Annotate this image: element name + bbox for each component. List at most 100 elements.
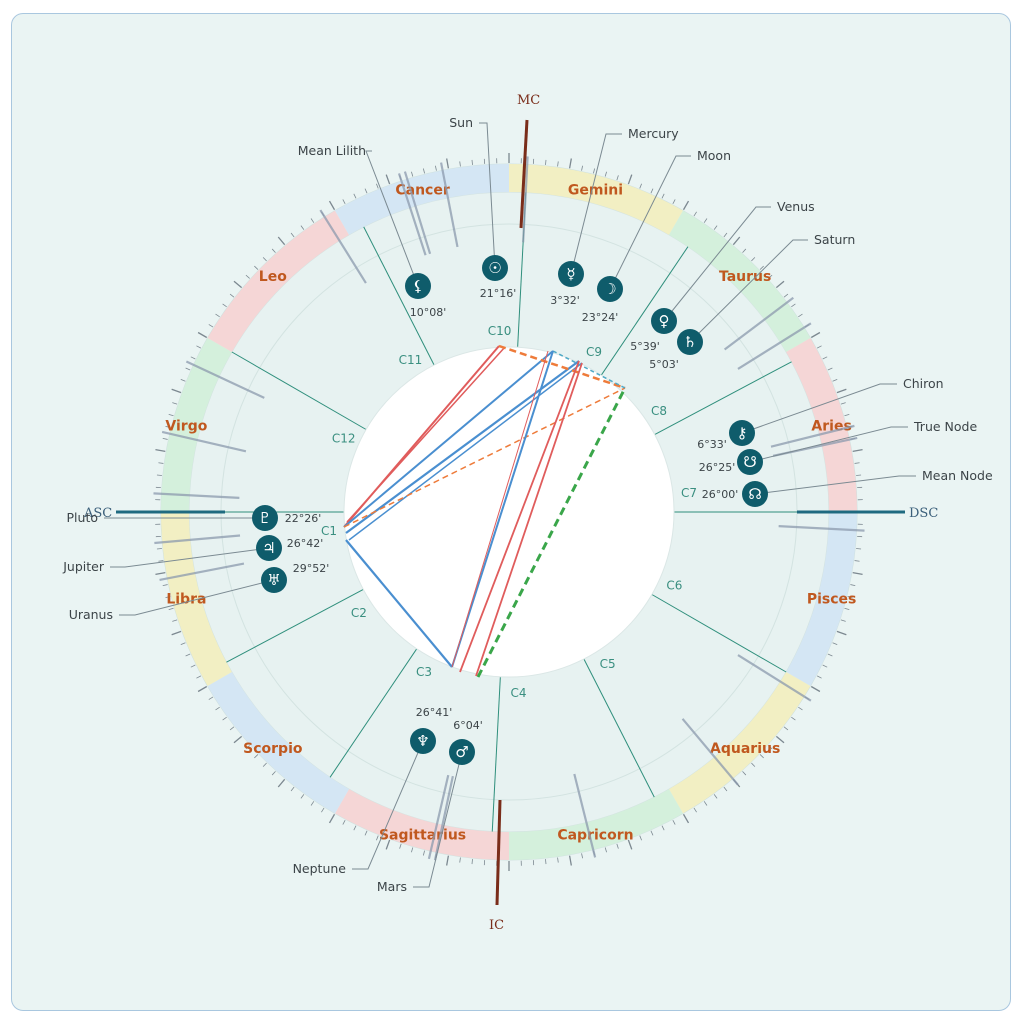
planet-marker[interactable] — [252, 505, 278, 531]
sign-segment — [161, 338, 232, 512]
degree-tick — [840, 402, 846, 405]
planet-symbol: ⚷ — [737, 424, 748, 442]
degree-tick — [832, 642, 838, 645]
planet-position-mark — [723, 296, 794, 351]
degree-tick — [775, 735, 785, 744]
planet-marker[interactable] — [449, 739, 475, 765]
degree-tick — [713, 225, 718, 230]
planet-marker[interactable] — [256, 535, 282, 561]
planet-marker[interactable] — [651, 308, 677, 334]
degree-tick — [328, 813, 336, 824]
planet-marker[interactable] — [597, 276, 623, 302]
planet-marker[interactable] — [737, 449, 763, 475]
planet-marker[interactable] — [410, 728, 436, 754]
degree-tick — [168, 607, 174, 610]
planet-leader-line — [119, 579, 275, 616]
degree-tick — [604, 171, 607, 177]
planet-position-mark — [154, 534, 241, 545]
sign-label: Libra — [166, 591, 206, 607]
degree-tick — [277, 778, 286, 788]
planet-symbol: ☉ — [488, 259, 501, 277]
planet-position-marks — [153, 156, 865, 861]
house-cusp-line — [231, 351, 367, 430]
degree-tick — [759, 265, 764, 270]
planet-degree: 5°39' — [630, 340, 660, 353]
house-cusp-line — [651, 594, 787, 673]
planet-marker[interactable] — [729, 420, 755, 446]
planet-marker[interactable] — [405, 273, 431, 299]
house-cusp-line — [583, 658, 655, 798]
degree-tick — [245, 745, 250, 750]
degree-tick — [661, 825, 665, 831]
aspect-line — [343, 387, 626, 528]
planet-degree: 21°16' — [480, 287, 517, 300]
planet-marker[interactable] — [482, 255, 508, 281]
planet-marker[interactable] — [558, 261, 584, 287]
planet-degree: 26°41' — [416, 706, 453, 719]
planet-marker[interactable] — [742, 481, 768, 507]
planet-leader-line — [365, 150, 419, 287]
degree-tick — [196, 675, 202, 679]
degree-tick — [682, 813, 690, 824]
degree-tick — [158, 462, 164, 464]
degree-tick — [783, 726, 789, 731]
house-label: C10 — [488, 324, 512, 338]
planet-leader-line — [570, 133, 622, 275]
house-label: C3 — [416, 665, 432, 679]
sign-label: Leo — [259, 269, 287, 285]
sign-label: Sagittarius — [379, 828, 466, 844]
degree-tick — [783, 293, 789, 298]
planet-position-mark — [433, 775, 454, 861]
house-cusp-line — [491, 676, 501, 832]
degree-tick — [604, 847, 607, 853]
house-cusp-line — [654, 361, 792, 435]
degree-tick — [364, 188, 368, 194]
planet-name: Sun — [449, 115, 473, 130]
degree-tick — [376, 183, 379, 189]
degree-tick — [222, 303, 227, 308]
degree-tick — [827, 367, 833, 371]
degree-tick — [155, 449, 166, 453]
degree-tick — [557, 161, 559, 167]
degree-tick — [854, 462, 860, 464]
planet-position-mark — [770, 424, 855, 448]
sign-segment — [509, 164, 683, 235]
planet-leader-line — [749, 426, 908, 463]
planet-position-mark — [397, 173, 427, 256]
planet-position-mark — [185, 360, 265, 399]
sign-label: Aries — [811, 419, 851, 435]
planet-marker[interactable] — [261, 567, 287, 593]
degree-tick — [639, 835, 642, 841]
planet-leader-line — [609, 155, 691, 290]
planet-position-mark — [427, 774, 450, 860]
planet-degree: 3°32' — [550, 294, 580, 307]
inner-aspect-circle — [343, 346, 675, 678]
degree-tick — [751, 762, 756, 767]
sign-label: Gemini — [568, 182, 623, 198]
degree-tick — [215, 706, 220, 711]
sign-segment — [786, 512, 857, 686]
degree-tick — [844, 607, 850, 610]
aspect-line — [451, 350, 554, 668]
sign-segments: PiscesAquariusCapricornSagittariusScorpi… — [161, 164, 857, 860]
aspect-line — [348, 362, 583, 541]
degree-tick — [616, 175, 619, 181]
degree-tick — [277, 236, 286, 246]
sign-label: Capricorn — [557, 828, 633, 844]
degree-tick — [172, 402, 178, 405]
degree-tick — [459, 161, 461, 167]
planet-marker[interactable] — [677, 329, 703, 355]
degree-tick — [844, 414, 850, 417]
planet-symbol: ♀ — [659, 312, 670, 330]
house-cusp-line — [363, 226, 435, 366]
house-cusp-line — [600, 246, 689, 376]
planet-position-mark — [153, 492, 240, 499]
degree-tick — [411, 847, 414, 853]
degree-tick — [328, 200, 336, 211]
chart-axes: MC IC ASC DSC — [83, 93, 938, 933]
sign-segment — [335, 789, 509, 860]
degree-tick — [816, 675, 822, 679]
degree-tick — [703, 218, 708, 223]
degree-tick — [568, 158, 572, 169]
